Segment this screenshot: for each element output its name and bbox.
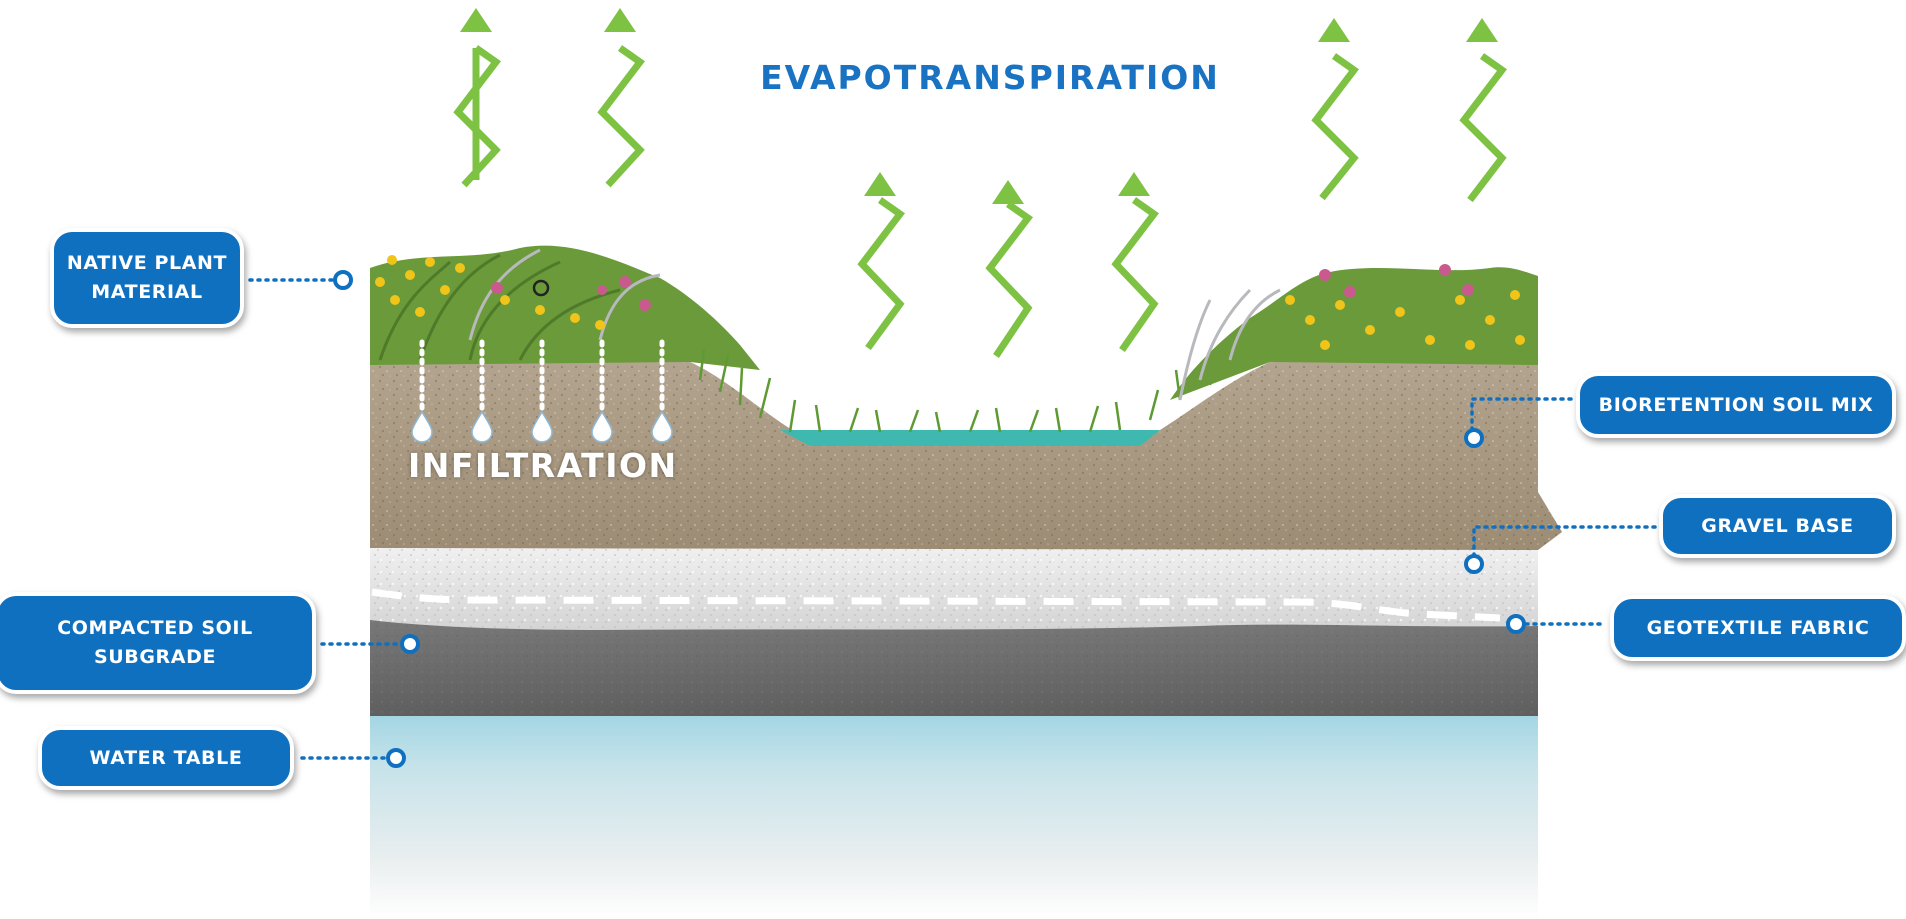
evapotranspiration-title: EVAPOTRANSPIRATION	[760, 58, 1220, 97]
evap-arrow-7	[1459, 18, 1507, 203]
gravel-base-layer	[370, 548, 1538, 630]
leader-endpoints	[333, 270, 1526, 768]
droplet-icon	[651, 410, 673, 443]
infiltration-label: INFILTRATION	[408, 446, 678, 485]
droplet-icon	[591, 410, 613, 443]
native-plant-marker	[333, 270, 353, 290]
gravel-base-marker	[1464, 554, 1484, 574]
vegetation-left	[370, 245, 760, 370]
geotextile-fabric-label: GEOTEXTILE FABRIC	[1610, 595, 1906, 661]
droplet-icon	[471, 410, 493, 443]
ponded-water	[780, 430, 1160, 446]
water-table-label: WATER TABLE	[38, 726, 294, 790]
infiltration-arrows	[411, 339, 673, 443]
vegetation-right	[1170, 264, 1538, 401]
geotextile-fabric-line	[371, 588, 1501, 622]
bioretention-soil-mix-label: BIORETENTION SOIL MIX	[1576, 372, 1896, 438]
leader-lines	[248, 278, 1657, 760]
evap-arrow-1	[453, 8, 501, 188]
subgrade-marker	[400, 634, 420, 654]
subgrade-layer	[370, 610, 1538, 716]
water-table-marker	[386, 748, 406, 768]
evap-arrow-6	[1311, 18, 1359, 201]
evap-arrow-3	[857, 172, 905, 351]
soil-mix-marker	[1464, 428, 1484, 448]
vegetation-basin	[698, 349, 1220, 433]
droplet-icon	[531, 410, 553, 443]
evap-arrow-5	[1111, 172, 1159, 352]
droplet-icon	[411, 410, 433, 443]
bioretention-soil-layer	[370, 362, 1562, 550]
geotextile-marker	[1506, 614, 1526, 634]
water-table-layer	[370, 716, 1538, 919]
gravel-base-label: GRAVEL BASE	[1659, 494, 1896, 558]
evap-arrow-2	[597, 8, 645, 188]
evap-arrow-4	[985, 180, 1033, 358]
evapotranspiration-arrows	[453, 8, 1507, 358]
compacted-soil-subgrade-label: COMPACTED SOIL SUBGRADE	[0, 592, 316, 694]
native-plant-material-label: NATIVE PLANT MATERIAL	[50, 228, 244, 328]
